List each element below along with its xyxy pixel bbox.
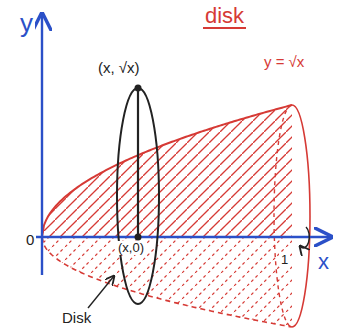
curve-point	[135, 85, 142, 92]
y-axis	[41, 14, 43, 275]
lower-hatch	[42, 237, 292, 327]
disk-slice	[117, 88, 159, 304]
radius-line	[137, 88, 139, 237]
point-label: (x,0)	[116, 241, 146, 255]
upper-hatch	[42, 105, 292, 237]
curve-label: y = √x	[262, 54, 306, 70]
axis-label: y	[18, 10, 35, 37]
end-ellipse-back	[274, 105, 292, 327]
x-axis	[30, 236, 331, 238]
title: disk	[203, 4, 246, 29]
origin-label: 0	[24, 232, 36, 248]
sqrt-curve	[42, 105, 292, 237]
point-label: (x, √x)	[96, 60, 142, 76]
end-ellipse-front	[292, 105, 310, 327]
tick-label: 1	[279, 253, 290, 267]
axis-point	[135, 234, 142, 241]
mirror-curve	[42, 237, 292, 327]
axis-label: x	[316, 250, 331, 273]
rotation-arrow	[300, 227, 309, 248]
leader-line	[88, 276, 114, 308]
pointer-label: Disk	[60, 310, 93, 326]
